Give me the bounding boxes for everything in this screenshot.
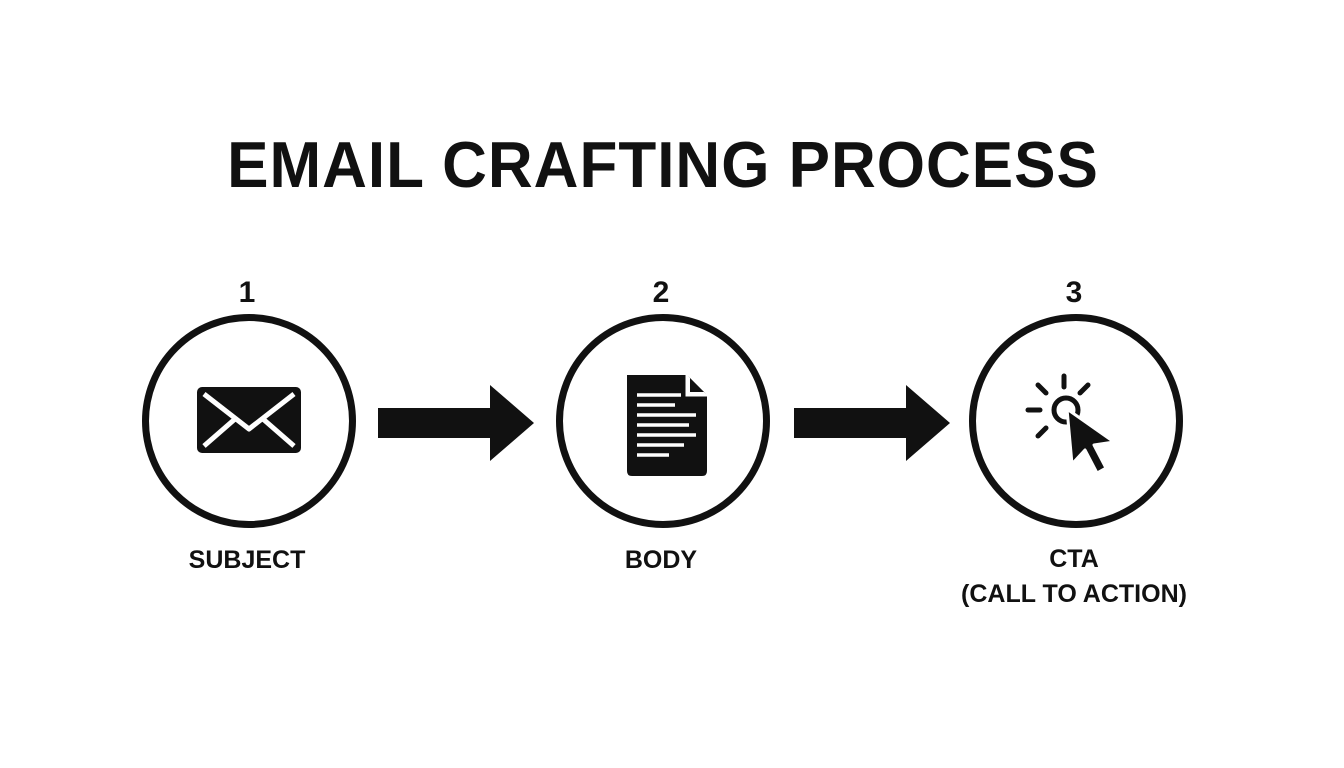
step-label: SUBJECT	[188, 546, 306, 574]
step-label-line2: (CALL TO ACTION)	[961, 580, 1187, 608]
step-label: BODY	[624, 546, 698, 574]
step-number: 2	[652, 276, 670, 309]
step-label-line1: CTA	[1049, 545, 1099, 573]
step-circle	[556, 314, 770, 528]
step-body: 2 BODY	[531, 276, 791, 606]
document-icon	[627, 375, 707, 476]
step-circle	[142, 314, 356, 528]
envelope-icon	[197, 387, 301, 453]
step-cta: 3 CTA (CALL TO ACTION)	[944, 276, 1204, 636]
step-number: 3	[1065, 276, 1083, 309]
step-subject: 1 SUBJECT	[117, 276, 377, 606]
step-label: CTA (CALL TO ACTION)	[944, 542, 1204, 612]
arrow-right-icon	[378, 385, 534, 461]
diagram-title: EMAIL CRAFTING PROCESS	[227, 129, 1099, 202]
step-circle	[969, 314, 1183, 528]
arrow-right-icon	[794, 385, 950, 461]
step-number: 1	[238, 276, 256, 309]
cursor-click-icon	[1025, 373, 1116, 475]
